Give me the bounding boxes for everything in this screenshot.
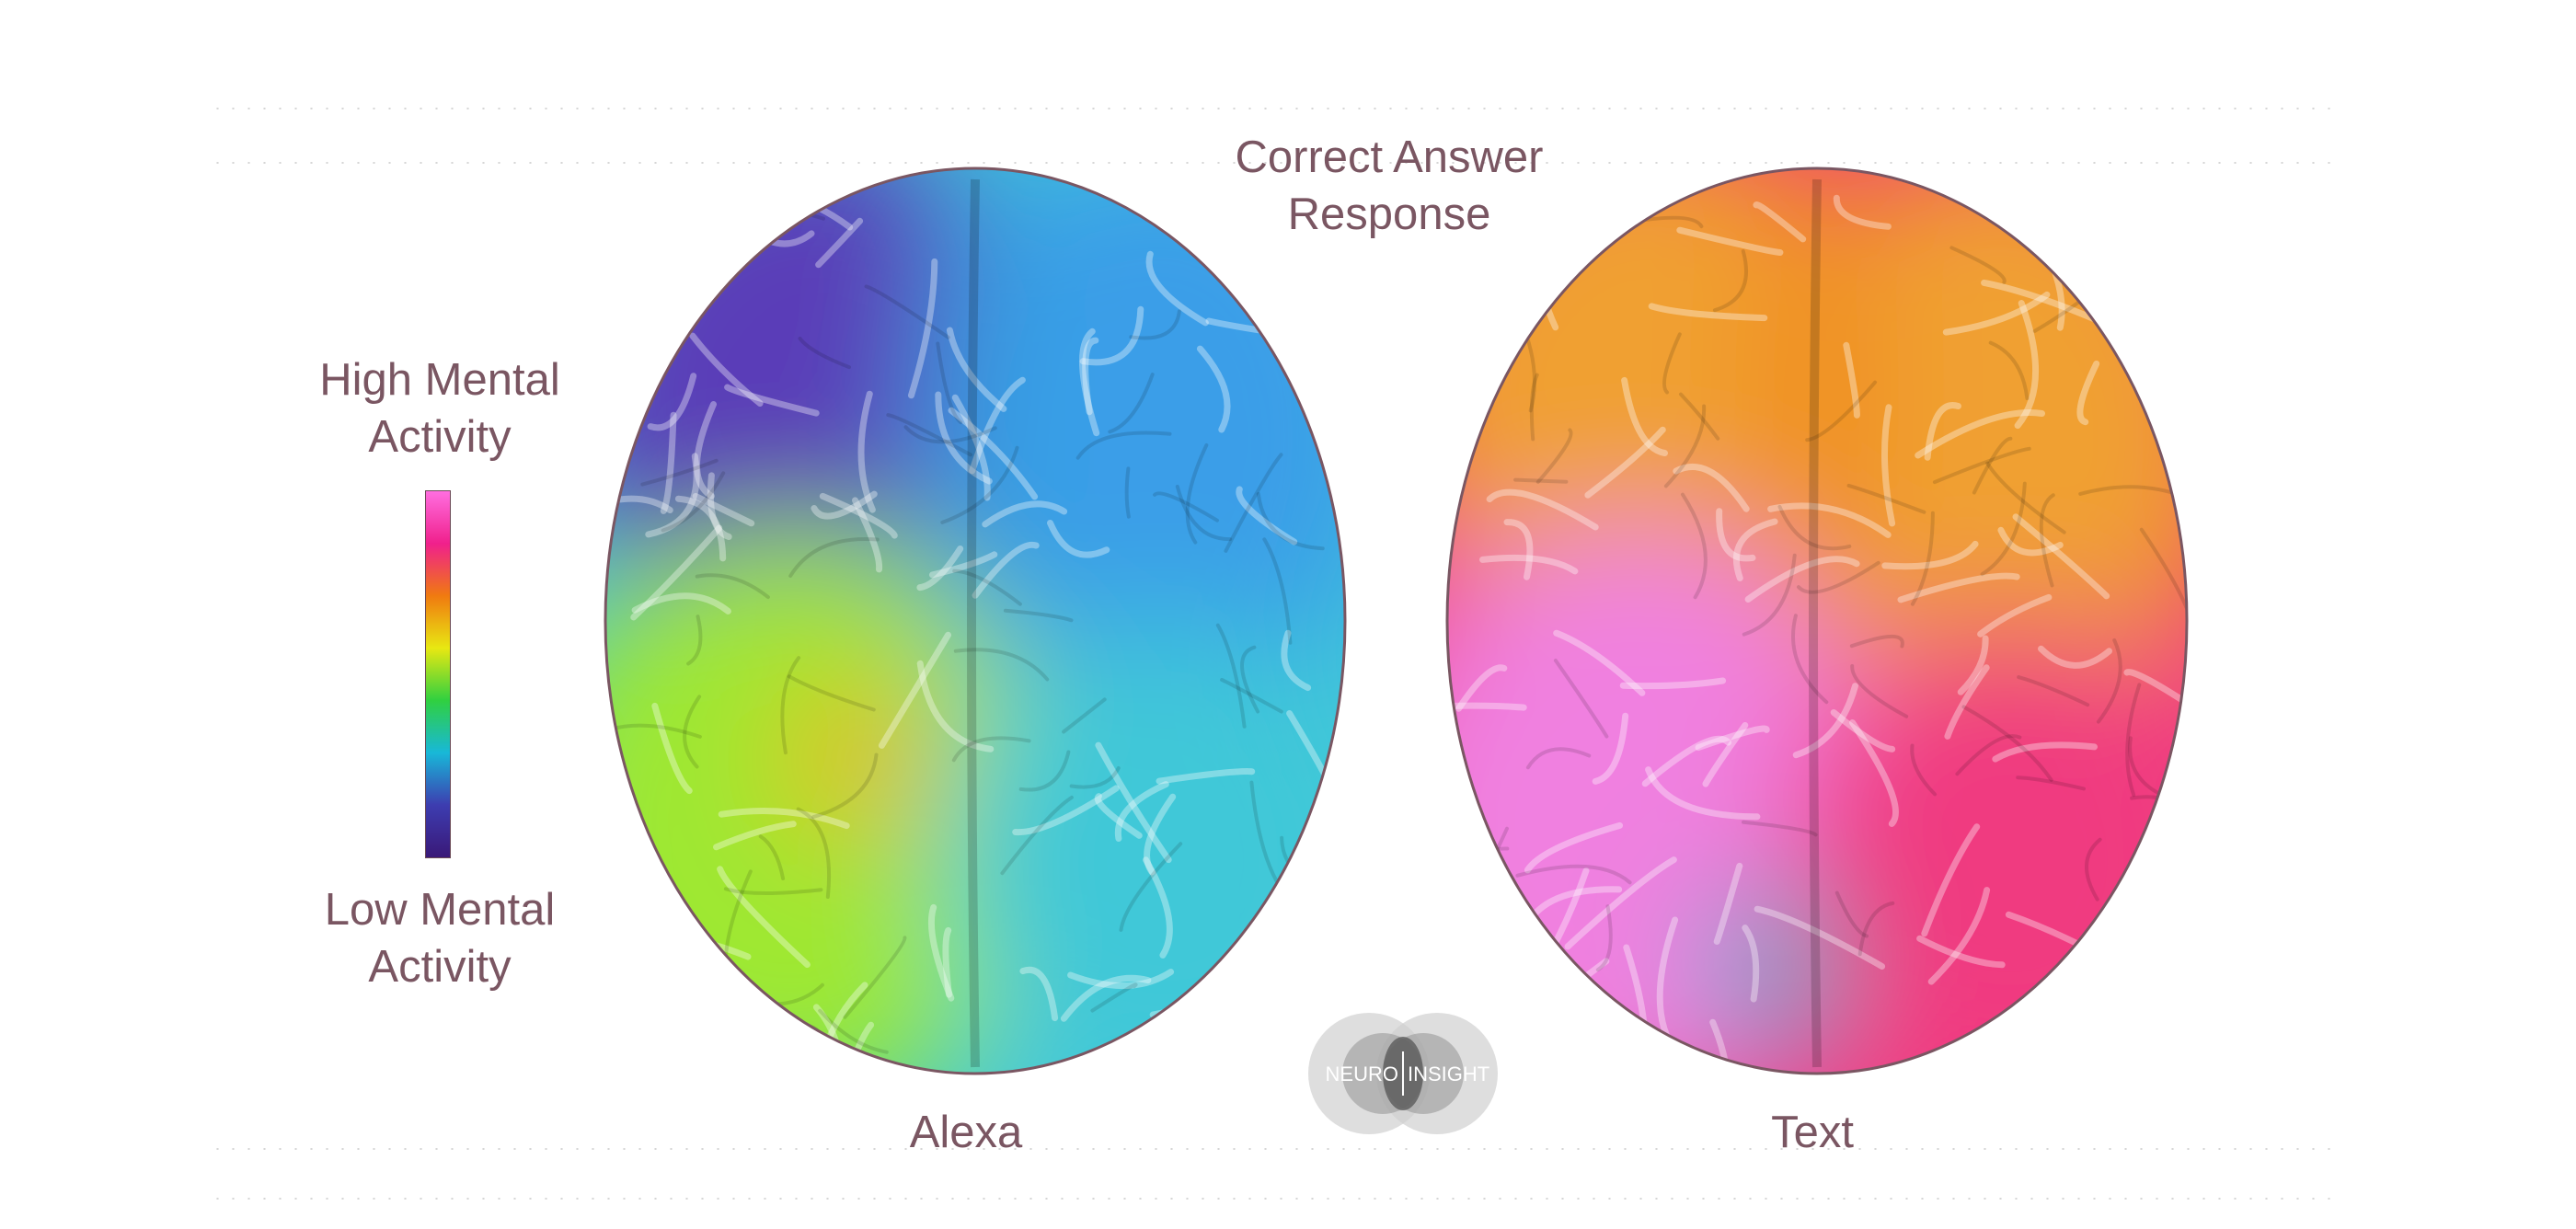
heat-hotspot [791,676,920,842]
midline-fissure [967,178,980,1068]
activity-color-scale [425,490,451,858]
heat-hotspot [1707,888,1835,1053]
logo-text-right: INSIGHT [1408,1062,1489,1085]
logo-text-left: NEURO [1326,1062,1398,1085]
figure-title-line2: Response [1287,190,1491,239]
legend-low-label: Low Mental Activity [324,885,556,992]
brain-heatmap-alexa [598,161,1352,1081]
midline-fissure [1809,178,1822,1068]
brain-label-text: Text [1771,1108,1854,1157]
brain-label-alexa: Alexa [909,1108,1023,1157]
dotted-line [210,1148,2333,1150]
figure-title: Correct Answer Response [1233,129,1546,243]
figure-title-line1: Correct Answer [1235,132,1544,182]
brain-heatmap-text [1440,161,2194,1081]
legend-high-label: High Mental Activity [319,355,560,462]
heat-region [938,168,1012,658]
dotted-line [210,1198,2333,1200]
heat-region [1780,168,1854,658]
dotted-line [210,108,2333,109]
brain-outline [1445,167,2189,1075]
neuro-insight-logo: NEURO INSIGHT [1295,1007,1511,1140]
brain-outline [604,167,1347,1075]
dotted-line [210,162,2333,164]
